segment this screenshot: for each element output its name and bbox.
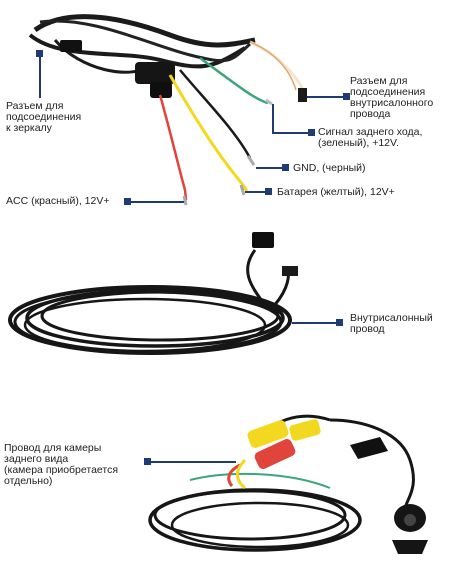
label-line: Провод для камеры bbox=[4, 442, 102, 454]
label-line: GND, (черный) bbox=[293, 162, 366, 174]
interior-cable-coil bbox=[8, 232, 298, 355]
mirror-connector-icon bbox=[60, 40, 82, 52]
red-acc-wire bbox=[158, 94, 188, 201]
black-gnd-wire bbox=[179, 69, 252, 159]
marker-dot bbox=[336, 319, 343, 326]
label-line: провод bbox=[350, 323, 385, 335]
marker-line bbox=[272, 132, 310, 134]
marker-line bbox=[245, 191, 267, 193]
camera-cable-coil bbox=[148, 414, 415, 552]
interior-connector-label: Разъем для подсоединения внутрисалонного… bbox=[350, 76, 448, 120]
label-line: (камера приобретается bbox=[4, 464, 119, 476]
label-line: Батарея (желтый), 12V+ bbox=[277, 186, 395, 198]
marker-line bbox=[292, 322, 338, 324]
label-line: (зеленый), +12V. bbox=[318, 137, 399, 149]
gnd-label: GND, (черный) bbox=[293, 163, 413, 174]
label-line: провода bbox=[350, 108, 391, 120]
label-line: подсоединения bbox=[350, 86, 426, 98]
yellow-battery-wire bbox=[168, 74, 248, 192]
green-wire bbox=[199, 56, 269, 105]
label-line: Сигнал заднего хода, bbox=[318, 126, 423, 138]
interior-wire-label: Внутрисалонный провод bbox=[350, 313, 448, 335]
marker-line bbox=[151, 461, 236, 463]
label-line: к зеркалу bbox=[6, 122, 52, 134]
label-line: Разъем для bbox=[350, 75, 408, 87]
reverse-signal-label: Сигнал заднего хода, (зеленый), +12V. bbox=[318, 127, 448, 149]
marker-dot bbox=[282, 164, 289, 171]
marker-line bbox=[272, 104, 274, 134]
label-line: внутрисалонного bbox=[350, 97, 434, 109]
mirror-connector-label: Разъем для подсоединения к зеркалу bbox=[6, 101, 121, 134]
label-line: Разъем для bbox=[6, 100, 64, 112]
rca-connectors bbox=[227, 419, 321, 490]
label-line: Внутрисалонный bbox=[350, 312, 433, 324]
main-harness bbox=[28, 14, 307, 206]
marker-dot bbox=[124, 198, 131, 205]
marker-line bbox=[128, 201, 184, 203]
camera-wire-label: Провод для камеры заднего вида (камера п… bbox=[4, 443, 142, 487]
label-line: подсоединения bbox=[6, 111, 82, 123]
marker-dot bbox=[144, 458, 151, 465]
marker-line bbox=[39, 54, 41, 98]
battery-label: Батарея (желтый), 12V+ bbox=[277, 187, 437, 198]
marker-dot bbox=[308, 129, 315, 136]
label-line: ACC (красный), 12V+ bbox=[6, 195, 110, 207]
interior-cable-plug-icon bbox=[252, 232, 274, 248]
interior-connector-plug-icon bbox=[298, 88, 307, 102]
marker-dot bbox=[36, 50, 43, 57]
marker-dot bbox=[343, 93, 350, 100]
fuse-holder-icon bbox=[135, 62, 175, 84]
marker-line bbox=[307, 96, 345, 98]
white-wire bbox=[249, 40, 307, 96]
marker-dot bbox=[265, 188, 272, 195]
acc-label: ACC (красный), 12V+ bbox=[6, 196, 124, 207]
camera-icon bbox=[392, 504, 428, 554]
label-line: заднего вида bbox=[4, 453, 69, 465]
marker-line bbox=[256, 167, 284, 169]
label-line: отдельно) bbox=[4, 475, 53, 487]
